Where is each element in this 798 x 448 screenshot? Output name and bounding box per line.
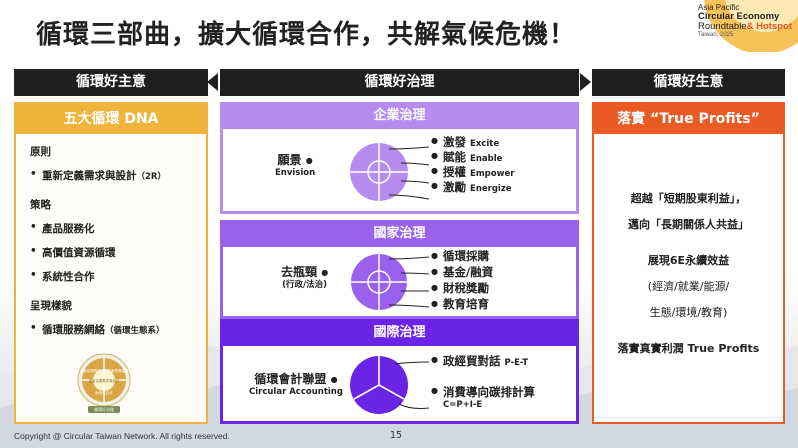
list-item: 高價值資源循環 [30, 245, 196, 260]
svg-text:重新定義需求與設計: 重新定義需求與設計 [89, 378, 120, 383]
list-item: 賦能 Enable [431, 150, 514, 165]
right-panel: 落實 “True Profits” 超越「短期股東利益」， 邁向「長期關係人共益… [592, 102, 785, 424]
list-item: 重新定義需求與設計（2R） [30, 168, 196, 183]
svg-text:系統性合作: 系統性合作 [95, 390, 113, 395]
list-item: 激勵 Energize [431, 180, 514, 195]
list-item: 產品服務化 [30, 221, 196, 236]
svg-text:高價值資源循環: 高價值資源循環 [103, 368, 129, 373]
enterprise-action-list: 激發 Excite 賦能 Enable 授權 Empower 激勵 Energi… [431, 135, 514, 195]
international-governance-body: 循環會計聯盟 ● Circular Accounting 政經貿對話 P-E-T… [220, 346, 579, 424]
right-text-line: 展現6E永續效益 [647, 254, 730, 267]
right-text-line: 生態/環境/教育) [649, 306, 728, 319]
international-action-list: 政經貿對話 P-E-T 消費導向碳排計算 C=P+I-E [431, 354, 535, 411]
svg-text:循環好治理: 循環好治理 [94, 406, 114, 412]
page-title: 循環三部曲，擴大循環合作，共解氣候危機！ [36, 20, 577, 50]
arrow-right-icon [580, 73, 591, 91]
roundtable-logo: Asia Pacific Circular Economy Roundtable… [662, 0, 798, 52]
international-governance-heading: 國際治理 [220, 319, 579, 346]
page-number: 15 [390, 430, 403, 441]
arrow-left-icon [207, 73, 218, 91]
section-title: 原則 [30, 146, 51, 158]
international-left-label: 循環會計聯盟 ● Circular Accounting [249, 372, 343, 397]
list-item: 教育培育 [431, 297, 493, 313]
list-item: 激發 Excite [431, 135, 514, 150]
dna-diagram: 產品服務化 高價值資源循環 重新定義需求與設計 系統性合作 循環好治理 [77, 353, 131, 413]
right-panel-heading: 落實 “True Profits” [594, 104, 783, 134]
section-title: 策略 [30, 199, 51, 211]
carbon-formula: C=P+I-E [443, 399, 483, 410]
header-good-business: 循環好生意 [592, 69, 785, 96]
section-title: 呈現樣貌 [30, 300, 72, 312]
list-item: 基金/融資 [431, 265, 493, 281]
international-pie-diagram [350, 356, 430, 414]
list-item: 循環採購 [431, 249, 493, 265]
left-panel-heading: 五大循環 DNA [16, 104, 206, 134]
enterprise-left-label: 願景 ● Envision [275, 153, 316, 178]
header-good-governance: 循環好治理 [220, 69, 579, 96]
list-item: 授權 Empower [431, 165, 514, 180]
enterprise-governance-heading: 企業治理 [220, 102, 579, 129]
list-item: 消費導向碳排計算 [431, 385, 535, 400]
enterprise-circle-diagram [350, 143, 430, 201]
copyright-footer: Copyright @ Circular Taiwan Network. All… [14, 431, 230, 441]
left-panel: 五大循環 DNA 原則 重新定義需求與設計（2R） 策略 產品服務化 高價值資源… [14, 102, 208, 424]
national-circle-diagram [351, 254, 430, 310]
right-text-line: 邁向「長期關係人共益」 [628, 218, 749, 231]
list-item: 系統性合作 [30, 269, 196, 284]
list-item: 政經貿對話 P-E-T [431, 354, 535, 369]
enterprise-governance-body: 願景 ● Envision 激發 Excite 賦能 Enable 授權 Emp… [220, 129, 579, 214]
header-good-ideas: 循環好主意 [14, 69, 208, 96]
right-text-line: (經濟/就業/能源/ [647, 280, 730, 293]
national-governance-heading: 國家治理 [220, 220, 579, 247]
national-governance-body: 去瓶頸 ● (行政/法治) 循環採購 基金/融資 財稅獎勵 教育培育 [220, 247, 579, 319]
list-item: 循環服務網絡（循環生態系） [30, 322, 196, 337]
right-text-line: 超越「短期股東利益」， [630, 192, 747, 205]
list-item: 財稅獎勵 [431, 281, 493, 297]
national-left-label: 去瓶頸 ● (行政/法治) [281, 265, 329, 290]
right-text-line: 落實真實利潤 True Profits [617, 342, 760, 355]
national-action-list: 循環採購 基金/融資 財稅獎勵 教育培育 [431, 249, 493, 312]
svg-text:產品服務化: 產品服務化 [83, 368, 101, 373]
